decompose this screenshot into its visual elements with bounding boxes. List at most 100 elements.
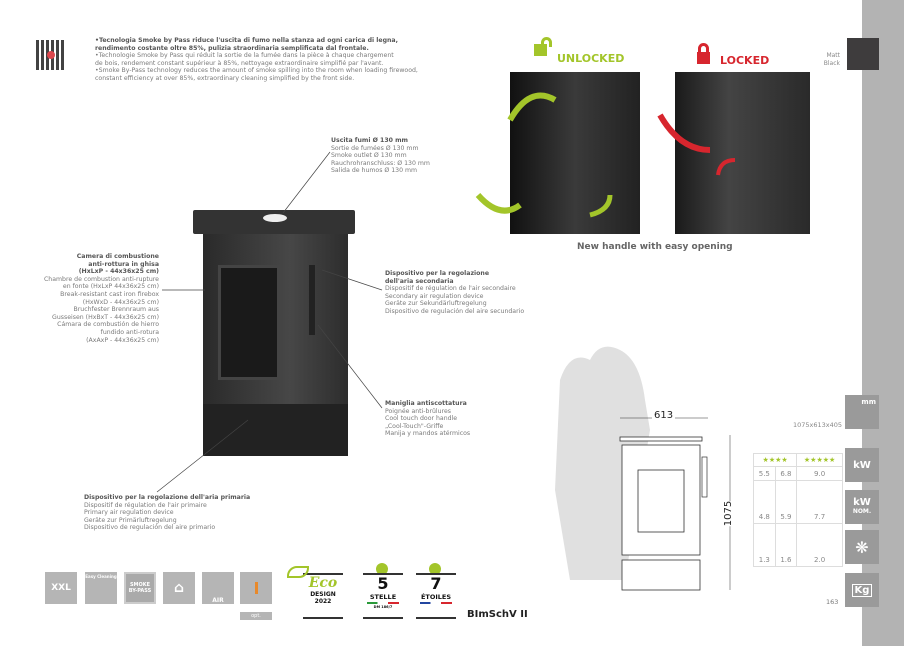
callout-line: Geräte zur Sekundärluftregelung	[385, 300, 487, 308]
smoke-bypass-icon: SMOKE BY-PASS	[124, 572, 156, 604]
callout-line: Sortie de fumées Ø 130 mm	[331, 144, 419, 152]
callout-title: Uscita fumi Ø 130 mm	[331, 137, 408, 144]
smoke-bypass-label: SMOKE BY-PASS	[128, 582, 152, 594]
callout-line: Dispositivo de regulación del aire secun…	[385, 307, 525, 315]
seven-label: 7	[430, 574, 442, 593]
intro-line: •Technologie Smoke by Pass qui réduit la…	[95, 52, 394, 60]
finish-swatch-matt-black[interactable]	[847, 38, 879, 70]
air-label: AIR	[212, 597, 224, 604]
callout-line: Salida de humos Ø 130 mm	[331, 167, 418, 175]
italy-map-icon: ⌂	[163, 572, 195, 604]
callout-line: Geräte zur Primärluftregelung	[84, 516, 177, 524]
finish-label-2: Black	[823, 60, 840, 67]
callout-line: „Cool-Touch"-Griffe	[385, 422, 444, 430]
callout-primary-air: Dispositivo per la regolazione dell'aria…	[84, 494, 250, 532]
intro-line: •Smoke By-Pass technology reduces the am…	[95, 67, 418, 75]
dimensions-value: 1075x613x405	[792, 421, 842, 429]
xxl-firebox-icon: XXL	[45, 572, 77, 604]
sun-icon	[376, 563, 388, 575]
xxl-label: XXL	[51, 583, 71, 593]
callout-secondary-air: Dispositivo per la regolazione dell'aria…	[385, 270, 524, 316]
callout-handle: Maniglia antiscottatura Poignée anti-brû…	[385, 400, 470, 438]
optional-label: opt.	[240, 612, 272, 620]
callout-line: Primary air regulation device	[84, 509, 174, 517]
callout-title: Dispositivo per la regolazione dell'aria…	[84, 494, 251, 501]
callout-line: Dispositif de régulation de l'air second…	[385, 285, 516, 293]
callout-line: Gusseisen (HxBxT - 44x36x25 cm)	[52, 313, 159, 321]
door-option-icon	[240, 572, 272, 604]
year-label: 2022	[314, 598, 332, 605]
callout-title: dell'aria secondaria	[385, 277, 454, 285]
callout-line: (HxWxD - 44x36x25 cm)	[82, 298, 159, 306]
callout-line: Secondary air regulation device	[385, 292, 484, 300]
intro-line: •Tecnologia Smoke by Pass riduce l'uscit…	[95, 37, 398, 44]
mm-label: mm	[861, 398, 876, 406]
page-number: 163	[826, 598, 839, 606]
spec-cell: 1.6	[774, 523, 798, 567]
nom-label: NOM.	[852, 508, 872, 515]
spec-cell: 1.3	[753, 523, 776, 567]
spec-cell: 7.7	[796, 480, 843, 524]
easy-cleaning-label: Easy Cleaning	[85, 574, 117, 579]
callout-line: Poignée anti-brûlures	[385, 407, 452, 415]
callout-line: Chambre de combustion anti-rupture	[43, 275, 159, 283]
dm-label: DM 186/7	[373, 605, 393, 609]
kg-label: Kg	[851, 583, 873, 597]
unlocked-icon	[534, 44, 547, 56]
callout-line: Dispositif de régulation de l'air primai…	[84, 501, 207, 509]
callout-title: anti-rottura in ghisa	[88, 260, 159, 268]
kw-label: kW	[853, 497, 871, 508]
intro-text: •Tecnologia Smoke by Pass riduce l'uscit…	[95, 37, 418, 83]
eco-label: Eco	[308, 575, 338, 591]
7-etoiles-badge: 7 ÉTOILES	[416, 573, 456, 619]
handle-caption: New handle with easy opening	[577, 242, 733, 252]
finish-label-1: Matt	[826, 52, 840, 59]
callout-line: (AxAxP - 44x36x25 cm)	[86, 336, 159, 344]
callout-line: Manija y mandos atérmicos	[385, 430, 471, 438]
bimschv-label: BImSchV II	[467, 609, 528, 620]
callout-title: Camera di combustione	[76, 253, 159, 260]
callout-line: Break-resistant cast iron firebox	[60, 290, 159, 298]
spec-cell: 5.9	[774, 480, 798, 524]
spec-cell: 6.8	[774, 466, 798, 481]
width-dimension: 613	[652, 410, 676, 421]
kw-label: kW	[853, 459, 871, 471]
spec-cell: 9.0	[796, 466, 843, 481]
firewood-icon: ❋	[845, 530, 879, 564]
dimensions-icon: mm	[845, 395, 879, 429]
primary-air-icon: AIR	[202, 572, 234, 604]
callout-line: Smoke outlet Ø 130 mm	[331, 152, 407, 160]
stars-4: ★★★★	[752, 453, 798, 467]
weight-icon: Kg	[845, 573, 879, 607]
locked-handle-photo	[675, 72, 810, 234]
5-stelle-badge: 5 STELLE DM 186/7	[363, 573, 403, 619]
sun-icon	[429, 563, 441, 575]
locked-label: LOCKED	[720, 54, 770, 67]
callout-title: Maniglia antiscottatura	[385, 400, 467, 407]
callout-title: Dispositivo per la regolazione	[385, 270, 490, 277]
qr-code[interactable]	[36, 40, 66, 70]
ecodesign-badge: Eco DESIGN 2022	[303, 573, 343, 619]
callout-line: en fonte (HxLxP 44x36x25 cm)	[62, 283, 159, 291]
stars-5: ★★★★★	[796, 453, 843, 467]
intro-line: constant efficiency at over 85%, extraor…	[95, 74, 355, 82]
callout-line: Bruchfester Brennraum aus	[73, 306, 159, 314]
callout-flue: Uscita fumi Ø 130 mm Sortie de fumées Ø …	[331, 137, 430, 175]
callout-line: Dispositivo de regulación del aire prima…	[84, 524, 216, 532]
callout-chamber: Camera di combustione anti-rottura in gh…	[20, 253, 159, 344]
rotation-arrows	[475, 92, 736, 218]
intro-line: rendimento costante oltre 85%, pulizia s…	[95, 44, 369, 52]
spec-cell: 5.5	[753, 466, 776, 481]
callout-line: Cool touch door handle	[385, 415, 458, 423]
height-dimension: 1075	[723, 500, 735, 527]
dimension-drawing	[555, 346, 731, 591]
unlocked-label: UNLOCKED	[557, 52, 625, 65]
callout-line: Cámara de combustión de hierro	[57, 321, 159, 329]
locked-icon	[697, 52, 710, 64]
locked-shackle-icon	[698, 43, 709, 54]
five-label: 5	[377, 574, 389, 593]
unlocked-shackle-icon	[541, 37, 552, 47]
